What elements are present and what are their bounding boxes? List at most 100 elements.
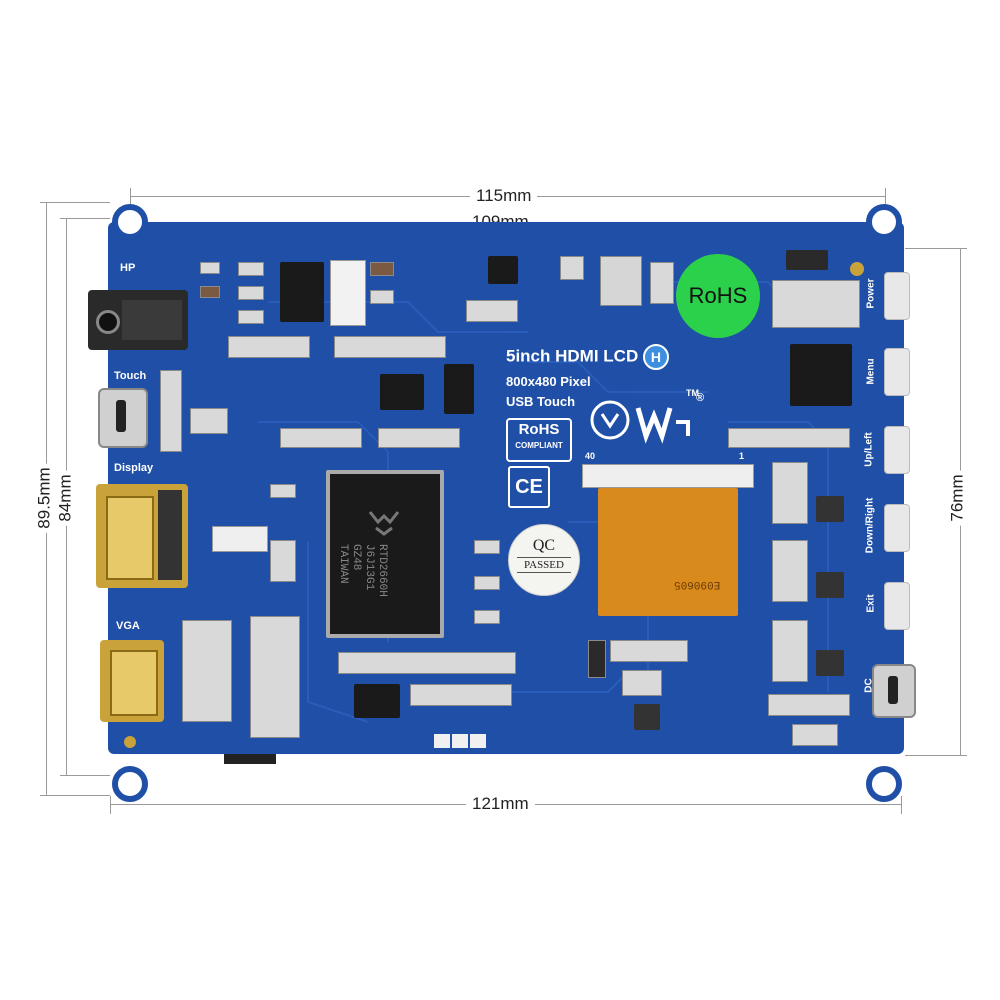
resolution-label: 800x480 Pixel	[506, 374, 591, 389]
tm-mark: TM	[686, 388, 699, 398]
dim-top-outer-label: 115mm	[470, 186, 538, 206]
smd-part	[772, 620, 808, 682]
board-pad	[110, 650, 158, 716]
mount-hole-br	[866, 766, 902, 802]
ic-u7	[354, 684, 400, 718]
ic-u3	[600, 256, 642, 306]
smd-part	[238, 310, 264, 324]
fpc-connector[interactable]: 40 1	[582, 451, 754, 488]
ic-u5	[380, 374, 424, 410]
realtek-crab-icon	[368, 511, 400, 536]
smd-part	[560, 256, 584, 280]
dim-left-outer-label: 89.5mm	[34, 463, 55, 533]
dc-power-port[interactable]	[872, 664, 916, 718]
smd-part	[280, 428, 362, 448]
smd-part	[622, 670, 662, 696]
dim-bottom-label: 121mm	[466, 794, 535, 814]
fpc-pin-40: 40	[585, 451, 596, 461]
display-label: Display	[114, 462, 154, 474]
mosfet-3	[816, 650, 844, 676]
smd-part	[588, 640, 606, 678]
smd-part	[160, 370, 182, 452]
smd-part	[200, 286, 220, 298]
headphone-jack[interactable]	[88, 290, 188, 350]
qc-text: QC	[532, 537, 556, 554]
smd-part	[182, 620, 232, 722]
board-pad	[452, 734, 468, 748]
small-fpc-connector[interactable]	[212, 526, 268, 552]
mount-hole-tr	[866, 204, 902, 240]
up-left-button[interactable]	[884, 426, 910, 474]
smd-part	[772, 462, 808, 524]
usb-touch-label: USB Touch	[506, 394, 576, 409]
rohs-mark-text: RoHS	[518, 421, 560, 438]
rohs-compliant-mark: RoHS COMPLIANT	[506, 418, 572, 462]
touch-usb-port[interactable]	[98, 388, 148, 448]
smd-part	[410, 684, 512, 706]
ce-mark: CE	[508, 466, 550, 508]
smd-part	[228, 336, 310, 358]
down-right-button[interactable]	[884, 504, 910, 552]
hdmi-display-port[interactable]	[96, 484, 188, 588]
smd-part	[378, 428, 460, 448]
smd-part	[474, 576, 500, 590]
chip-text-2: J6J13G1	[363, 544, 375, 591]
smd-part	[474, 610, 500, 624]
board-pad	[122, 300, 182, 340]
waveshare-logo: TM ®	[588, 388, 708, 446]
mosfet-1	[816, 496, 844, 522]
exit-button-label: Exit	[865, 594, 877, 613]
vga-port[interactable]	[100, 640, 164, 722]
up-left-button-label: Up/Left	[863, 432, 875, 467]
vga-label: VGA	[116, 620, 140, 632]
board-pad	[124, 736, 136, 748]
power-button[interactable]	[884, 272, 910, 320]
smd-part	[338, 652, 516, 674]
board-pad	[96, 310, 120, 334]
ic-u1	[280, 262, 324, 322]
mosfet-2	[816, 572, 844, 598]
touch-label: Touch	[114, 370, 147, 382]
rohs-sticker-text: RoHS	[688, 283, 748, 308]
ce-mark-text: CE	[515, 475, 543, 498]
power-button-label: Power	[865, 278, 877, 309]
inductor	[634, 704, 660, 730]
rtd2660h-chip: RTD2660H J6J13G1 GZ48 TAIWAN	[326, 470, 444, 638]
hdmi-h-badge: H	[642, 344, 669, 370]
smd-part	[250, 616, 300, 738]
ic-u2	[488, 256, 518, 284]
smd-part	[728, 428, 850, 448]
smd-part	[238, 286, 264, 300]
down-right-button-label: Down/Right	[864, 497, 876, 554]
ic-u4	[786, 250, 828, 270]
smd-part	[270, 540, 296, 582]
smd-part	[334, 336, 446, 358]
smd-part	[270, 484, 296, 498]
fpc-text: E090605	[674, 578, 721, 590]
smd-part	[370, 262, 394, 276]
board-pad	[434, 734, 450, 748]
smd-part	[772, 280, 860, 328]
chip-text-1: RTD2660H	[376, 544, 388, 597]
board-title: 5inch HDMI LCD H	[506, 344, 669, 370]
hp-label: HP	[120, 262, 136, 274]
touch-controller-chip	[790, 344, 852, 406]
board-pad	[116, 400, 126, 432]
smd-part	[190, 408, 228, 434]
board-pad	[888, 676, 898, 704]
smd-part	[792, 724, 838, 746]
board-pad	[224, 754, 276, 764]
smd-part	[610, 640, 688, 662]
fpc-pin-1: 1	[739, 451, 745, 461]
registered-mark: ®	[696, 392, 705, 404]
rohs-sticker: RoHS	[676, 254, 760, 338]
menu-button[interactable]	[884, 348, 910, 396]
touch-header[interactable]	[330, 260, 366, 326]
chip-text-3: GZ48 TAIWAN	[337, 544, 362, 584]
exit-button[interactable]	[884, 582, 910, 630]
board-title-text: 5inch HDMI LCD	[506, 346, 639, 366]
board-pad	[470, 734, 486, 748]
dim-left-inner-label: 84mm	[55, 470, 76, 526]
board-pad	[850, 262, 864, 276]
smd-part	[768, 694, 850, 716]
